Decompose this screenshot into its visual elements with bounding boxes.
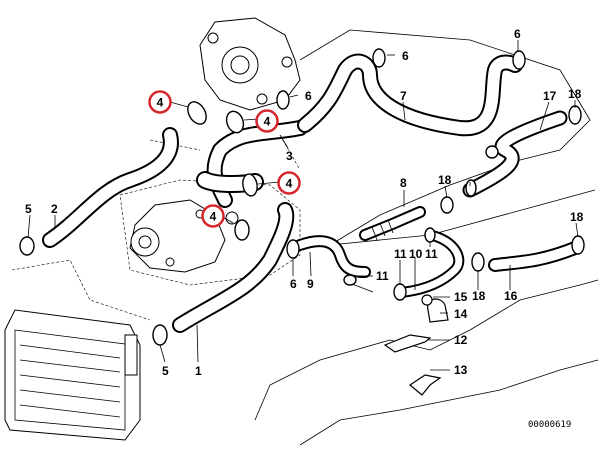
clamp (471, 252, 485, 272)
callout-9: 9 (307, 277, 314, 291)
brackets (383, 294, 449, 396)
clamp (424, 227, 436, 243)
callout-5: 5 (162, 364, 169, 378)
water-pump (129, 199, 239, 273)
callout-7: 7 (400, 89, 407, 103)
clamp (187, 101, 207, 125)
clamp (343, 274, 357, 286)
callout-15: 15 (454, 290, 468, 304)
grommet (485, 145, 499, 159)
callout-16: 16 (504, 289, 518, 303)
callout-4: 4 (277, 171, 301, 195)
callout-18: 18 (570, 210, 584, 224)
leader-lines (27, 40, 579, 371)
callout-11: 11 (425, 247, 438, 261)
clamp (372, 48, 386, 68)
callout-4: 4 (148, 90, 172, 114)
clamp (242, 173, 258, 197)
callout-11: 11 (376, 269, 389, 283)
callout-18: 18 (472, 289, 486, 303)
clamp (234, 219, 250, 241)
callout-6: 6 (514, 27, 521, 41)
callout-11: 11 (394, 247, 407, 261)
callout-6: 6 (290, 277, 297, 291)
callout-2: 2 (51, 202, 58, 216)
svg-text:4: 4 (286, 177, 293, 191)
bracket-13 (408, 374, 442, 396)
clamp (225, 110, 245, 134)
callout-4: 4 (201, 204, 225, 228)
callout-labels: 4 4 4 4 6 6 6 6 7 17 18 18 18 18 3 8 5 5… (25, 27, 584, 378)
hose-clamps (19, 48, 585, 346)
callout-18: 18 (568, 87, 582, 101)
callout-10: 10 (409, 247, 423, 261)
clamp (465, 179, 477, 197)
callout-3: 3 (286, 149, 293, 163)
svg-text:4: 4 (157, 96, 164, 110)
callout-17: 17 (543, 89, 557, 103)
clamp (152, 324, 168, 346)
svg-text:4: 4 (264, 115, 271, 129)
clamp (19, 236, 35, 256)
radiator (4, 309, 141, 441)
clamp (512, 50, 526, 70)
callout-6: 6 (305, 89, 312, 103)
clamp (286, 239, 300, 259)
svg-text:4: 4 (210, 210, 217, 224)
bracket-12 (383, 334, 432, 353)
callout-18: 18 (438, 173, 452, 187)
thermostat-housing (199, 17, 301, 111)
clamp (440, 196, 454, 214)
callout-5: 5 (25, 202, 32, 216)
callout-13: 13 (454, 363, 468, 377)
clamp (276, 90, 290, 110)
callout-12: 12 (454, 333, 468, 347)
callout-6: 6 (402, 49, 409, 63)
callout-8: 8 (400, 176, 407, 190)
callout-14: 14 (454, 307, 468, 321)
clamp (393, 283, 407, 301)
callout-4: 4 (255, 109, 279, 133)
clamp (568, 105, 582, 125)
reference-number: 00000619 (528, 420, 571, 430)
callout-1: 1 (195, 364, 202, 378)
clamp (571, 235, 585, 255)
grommet-15 (421, 294, 433, 306)
